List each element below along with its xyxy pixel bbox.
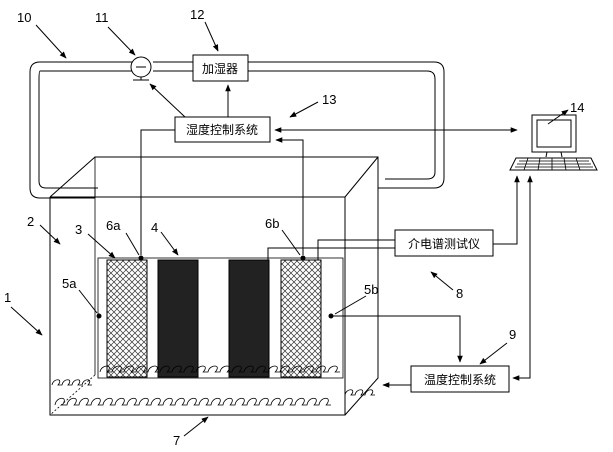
callout-5b: 5b <box>364 282 378 297</box>
sample-block-2 <box>229 260 269 377</box>
callout-7: 7 <box>173 433 180 448</box>
arrow-temperature-computer <box>513 176 530 378</box>
temperature-control-label: 温度控制系统 <box>424 372 496 387</box>
callout-10: 10 <box>17 10 31 25</box>
callout-13: 13 <box>322 92 336 107</box>
arrow-to-pump <box>150 84 185 117</box>
callout-arrow-3 <box>88 234 115 258</box>
humidifier-label: 加湿器 <box>202 61 238 76</box>
sample-block-1 <box>158 260 198 377</box>
dielectric-tester-label: 介电谱测试仪 <box>408 236 480 251</box>
sensor-line-6a <box>141 130 175 255</box>
callout-4: 4 <box>151 220 158 235</box>
humidity-control-label: 湿度控制系统 <box>186 122 258 137</box>
callout-arrow-6b <box>282 230 300 255</box>
callout-1: 1 <box>4 290 11 305</box>
callout-arrow-5b <box>335 296 366 314</box>
callout-arrow-7 <box>184 417 208 436</box>
chamber <box>50 157 378 415</box>
callout-12: 12 <box>190 7 204 22</box>
callout-arrow-4 <box>161 232 178 255</box>
sensor-6a <box>139 256 144 261</box>
callout-arrow-12 <box>205 22 218 51</box>
sensor-5a <box>97 314 102 319</box>
computer-icon <box>510 115 597 170</box>
callout-arrow-6a <box>126 233 139 255</box>
callout-arrow-1 <box>11 307 42 335</box>
callout-arrow-8 <box>431 272 453 290</box>
callout-9: 9 <box>509 327 516 342</box>
electrode-right <box>281 260 321 377</box>
callout-arrow-5a <box>79 290 97 313</box>
callout-3: 3 <box>75 222 82 237</box>
callout-11: 11 <box>95 10 109 25</box>
callout-arrow-13 <box>290 102 318 117</box>
callout-2: 2 <box>27 214 34 229</box>
callout-arrow-11 <box>108 27 135 55</box>
callout-6a: 6a <box>106 218 121 233</box>
sensor-5b <box>329 314 334 319</box>
pump-icon <box>131 57 151 80</box>
sensor-6b <box>301 256 306 261</box>
arrow-tester-computer <box>493 176 517 244</box>
callout-14: 14 <box>570 100 584 115</box>
callout-arrow-10 <box>36 25 66 58</box>
heating-coil <box>52 366 375 405</box>
electrode-left <box>107 260 147 377</box>
tester-lead-2 <box>318 240 395 260</box>
callout-8: 8 <box>456 286 463 301</box>
callout-5a: 5a <box>62 276 77 291</box>
arrow-5b-temperature <box>333 316 460 362</box>
callout-arrow-9 <box>480 343 507 364</box>
callout-6b: 6b <box>265 216 279 231</box>
